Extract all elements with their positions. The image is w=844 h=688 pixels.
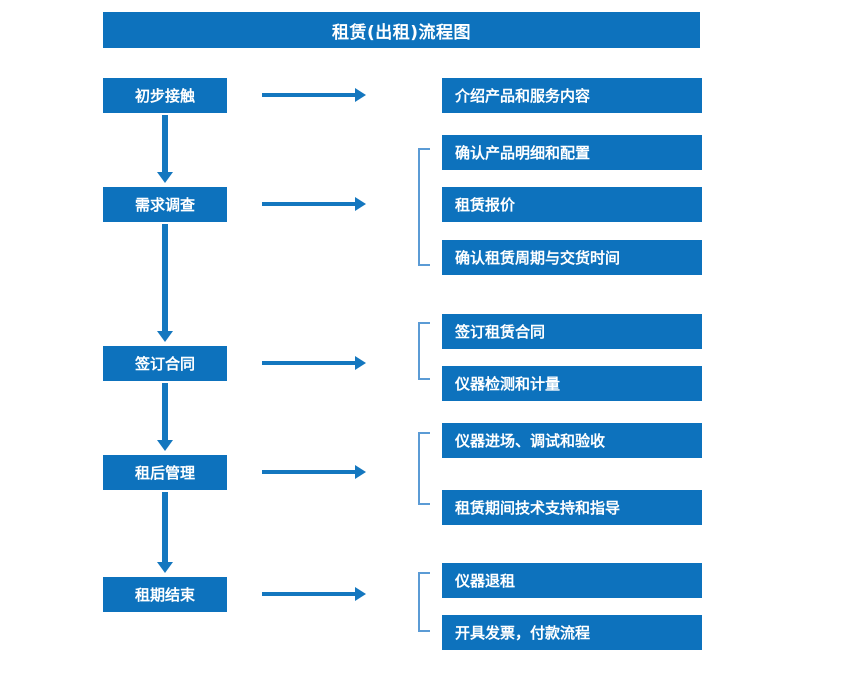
detail-node-3-label: 租赁报价 xyxy=(455,196,516,214)
detail-node-5[interactable]: 签订租赁合同 xyxy=(442,314,702,349)
flow-arrow-down-2 xyxy=(157,224,173,342)
detail-node-2[interactable]: 确认产品明细和配置 xyxy=(442,135,702,170)
detail-node-2-label: 确认产品明细和配置 xyxy=(455,144,591,162)
detail-node-3[interactable]: 租赁报价 xyxy=(442,187,702,222)
detail-node-4-label: 确认租赁周期与交货时间 xyxy=(455,249,621,267)
stage-node-5[interactable]: 租期结束 xyxy=(103,577,227,612)
detail-node-6-label: 仪器检测和计量 xyxy=(455,375,561,393)
detail-node-7[interactable]: 仪器进场、调试和验收 xyxy=(442,423,702,458)
detail-node-8-label: 租赁期间技术支持和指导 xyxy=(455,499,621,517)
detail-node-9-label: 仪器退租 xyxy=(455,572,516,590)
detail-arrow-right-5 xyxy=(262,587,366,601)
group-bracket-3 xyxy=(418,322,430,380)
flow-arrow-down-1 xyxy=(157,115,173,183)
flow-arrow-down-3 xyxy=(157,383,173,451)
page-title: 租赁(出租)流程图 xyxy=(103,12,700,48)
stage-node-2-label: 需求调查 xyxy=(134,196,195,214)
detail-node-10-label: 开具发票，付款流程 xyxy=(455,624,591,642)
detail-node-7-label: 仪器进场、调试和验收 xyxy=(455,432,606,450)
stage-node-3-label: 签订合同 xyxy=(134,355,195,373)
flow-arrow-down-4 xyxy=(157,492,173,573)
detail-node-4[interactable]: 确认租赁周期与交货时间 xyxy=(442,240,702,275)
stage-node-2[interactable]: 需求调查 xyxy=(103,187,227,222)
stage-node-3[interactable]: 签订合同 xyxy=(103,346,227,381)
detail-arrow-right-2 xyxy=(262,197,366,211)
detail-node-1[interactable]: 介绍产品和服务内容 xyxy=(442,78,702,113)
detail-node-1-label: 介绍产品和服务内容 xyxy=(455,87,591,105)
detail-node-10[interactable]: 开具发票，付款流程 xyxy=(442,615,702,650)
stage-node-1-label: 初步接触 xyxy=(134,87,195,105)
detail-node-5-label: 签订租赁合同 xyxy=(455,323,546,341)
detail-arrow-right-1 xyxy=(262,88,366,102)
group-bracket-5 xyxy=(418,572,430,632)
detail-arrow-right-4 xyxy=(262,465,366,479)
stage-node-5-label: 租期结束 xyxy=(134,586,195,604)
detail-node-9[interactable]: 仪器退租 xyxy=(442,563,702,598)
detail-node-6[interactable]: 仪器检测和计量 xyxy=(442,366,702,401)
detail-arrow-right-3 xyxy=(262,356,366,370)
stage-node-1[interactable]: 初步接触 xyxy=(103,78,227,113)
detail-node-8[interactable]: 租赁期间技术支持和指导 xyxy=(442,490,702,525)
stage-node-4-label: 租后管理 xyxy=(134,464,195,482)
group-bracket-2 xyxy=(418,148,430,266)
group-bracket-4 xyxy=(418,432,430,505)
stage-node-4[interactable]: 租后管理 xyxy=(103,455,227,490)
